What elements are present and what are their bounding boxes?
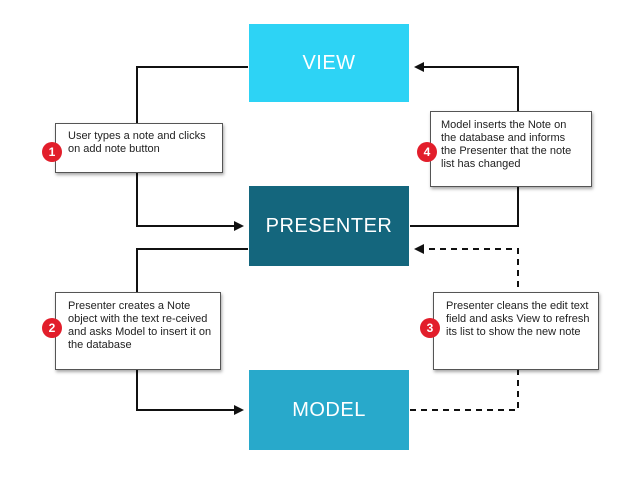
view-node: VIEW: [249, 24, 409, 102]
step-4-badge: 4: [417, 142, 437, 162]
step-1-badge: 1: [42, 142, 62, 162]
step-2-badge: 2: [42, 318, 62, 338]
step-3-text: Presenter cleans the edit text field and…: [446, 300, 590, 338]
step-4-text: Model inserts the Note on the database a…: [441, 119, 572, 170]
presenter-node-label: PRESENTER: [265, 214, 393, 237]
step-4-note: Model inserts the Note on the database a…: [430, 111, 592, 187]
step-1-note: User types a note and clicks on add note…: [55, 123, 223, 173]
view-node-label: VIEW: [302, 51, 356, 74]
presenter-node: PRESENTER: [249, 186, 409, 266]
step-2-text: Presenter creates a Note object with the…: [68, 300, 212, 351]
step-3-badge: 3: [420, 318, 440, 338]
model-node-label: MODEL: [292, 398, 366, 421]
model-node: MODEL: [249, 370, 409, 450]
step-1-text: User types a note and clicks on add note…: [68, 130, 206, 155]
step-2-note: Presenter creates a Note object with the…: [55, 292, 221, 370]
step-3-note: Presenter cleans the edit text field and…: [433, 292, 599, 370]
